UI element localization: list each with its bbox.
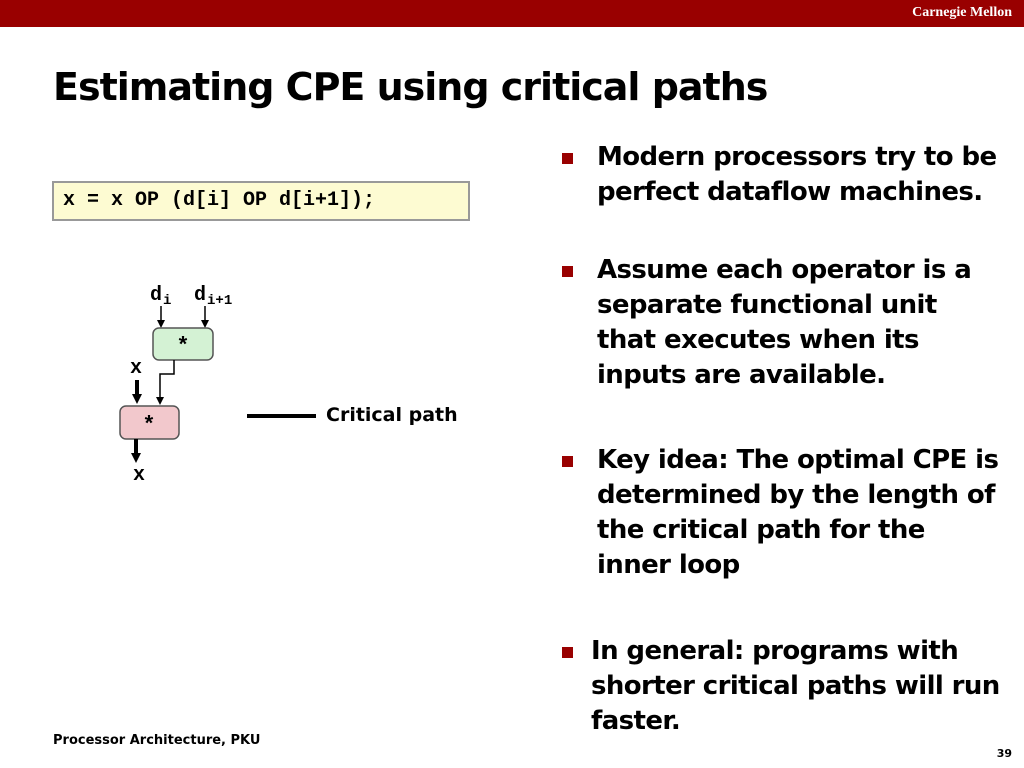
bullet-text: Assume each operator is a separate funct… xyxy=(597,255,972,390)
bullet-item: Assume each operator is a separate funct… xyxy=(560,253,1000,393)
var-x-in: x xyxy=(130,357,142,380)
input-label-di1: di+1 xyxy=(194,284,232,309)
bullet-text: Modern processors try to be perfect data… xyxy=(597,142,997,207)
square-bullet-icon xyxy=(562,266,573,277)
brand-name: Carnegie Mellon xyxy=(912,5,1012,20)
footer-course: Processor Architecture, PKU xyxy=(53,733,261,748)
bottom-operator-box xyxy=(119,405,180,440)
input-label-di: di xyxy=(150,284,171,309)
top-operator-label: * xyxy=(176,334,189,359)
bullet-text: Key idea: The optimal CPE is determined … xyxy=(597,445,999,580)
square-bullet-icon xyxy=(562,153,573,164)
square-bullet-icon xyxy=(562,647,573,658)
var-x-out: x xyxy=(133,464,145,487)
header-bar: Carnegie Mellon xyxy=(0,0,1024,27)
slide-title: Estimating CPE using critical paths xyxy=(53,65,768,109)
square-bullet-icon xyxy=(562,456,573,467)
top-operator-box xyxy=(152,327,214,361)
bullet-item: In general: programs with shorter critic… xyxy=(560,634,1000,739)
page-number: 39 xyxy=(996,747,1012,760)
critical-path-legend-label: Critical path xyxy=(326,404,458,426)
bullet-text: In general: programs with shorter critic… xyxy=(591,636,1000,736)
bullet-item: Key idea: The optimal CPE is determined … xyxy=(560,443,1000,583)
bullet-item: Modern processors try to be perfect data… xyxy=(560,140,1000,210)
bottom-operator-label: * xyxy=(142,413,155,438)
connector-arrow xyxy=(156,360,175,405)
code-box: x = x OP (d[i] OP d[i+1]); xyxy=(52,181,470,221)
